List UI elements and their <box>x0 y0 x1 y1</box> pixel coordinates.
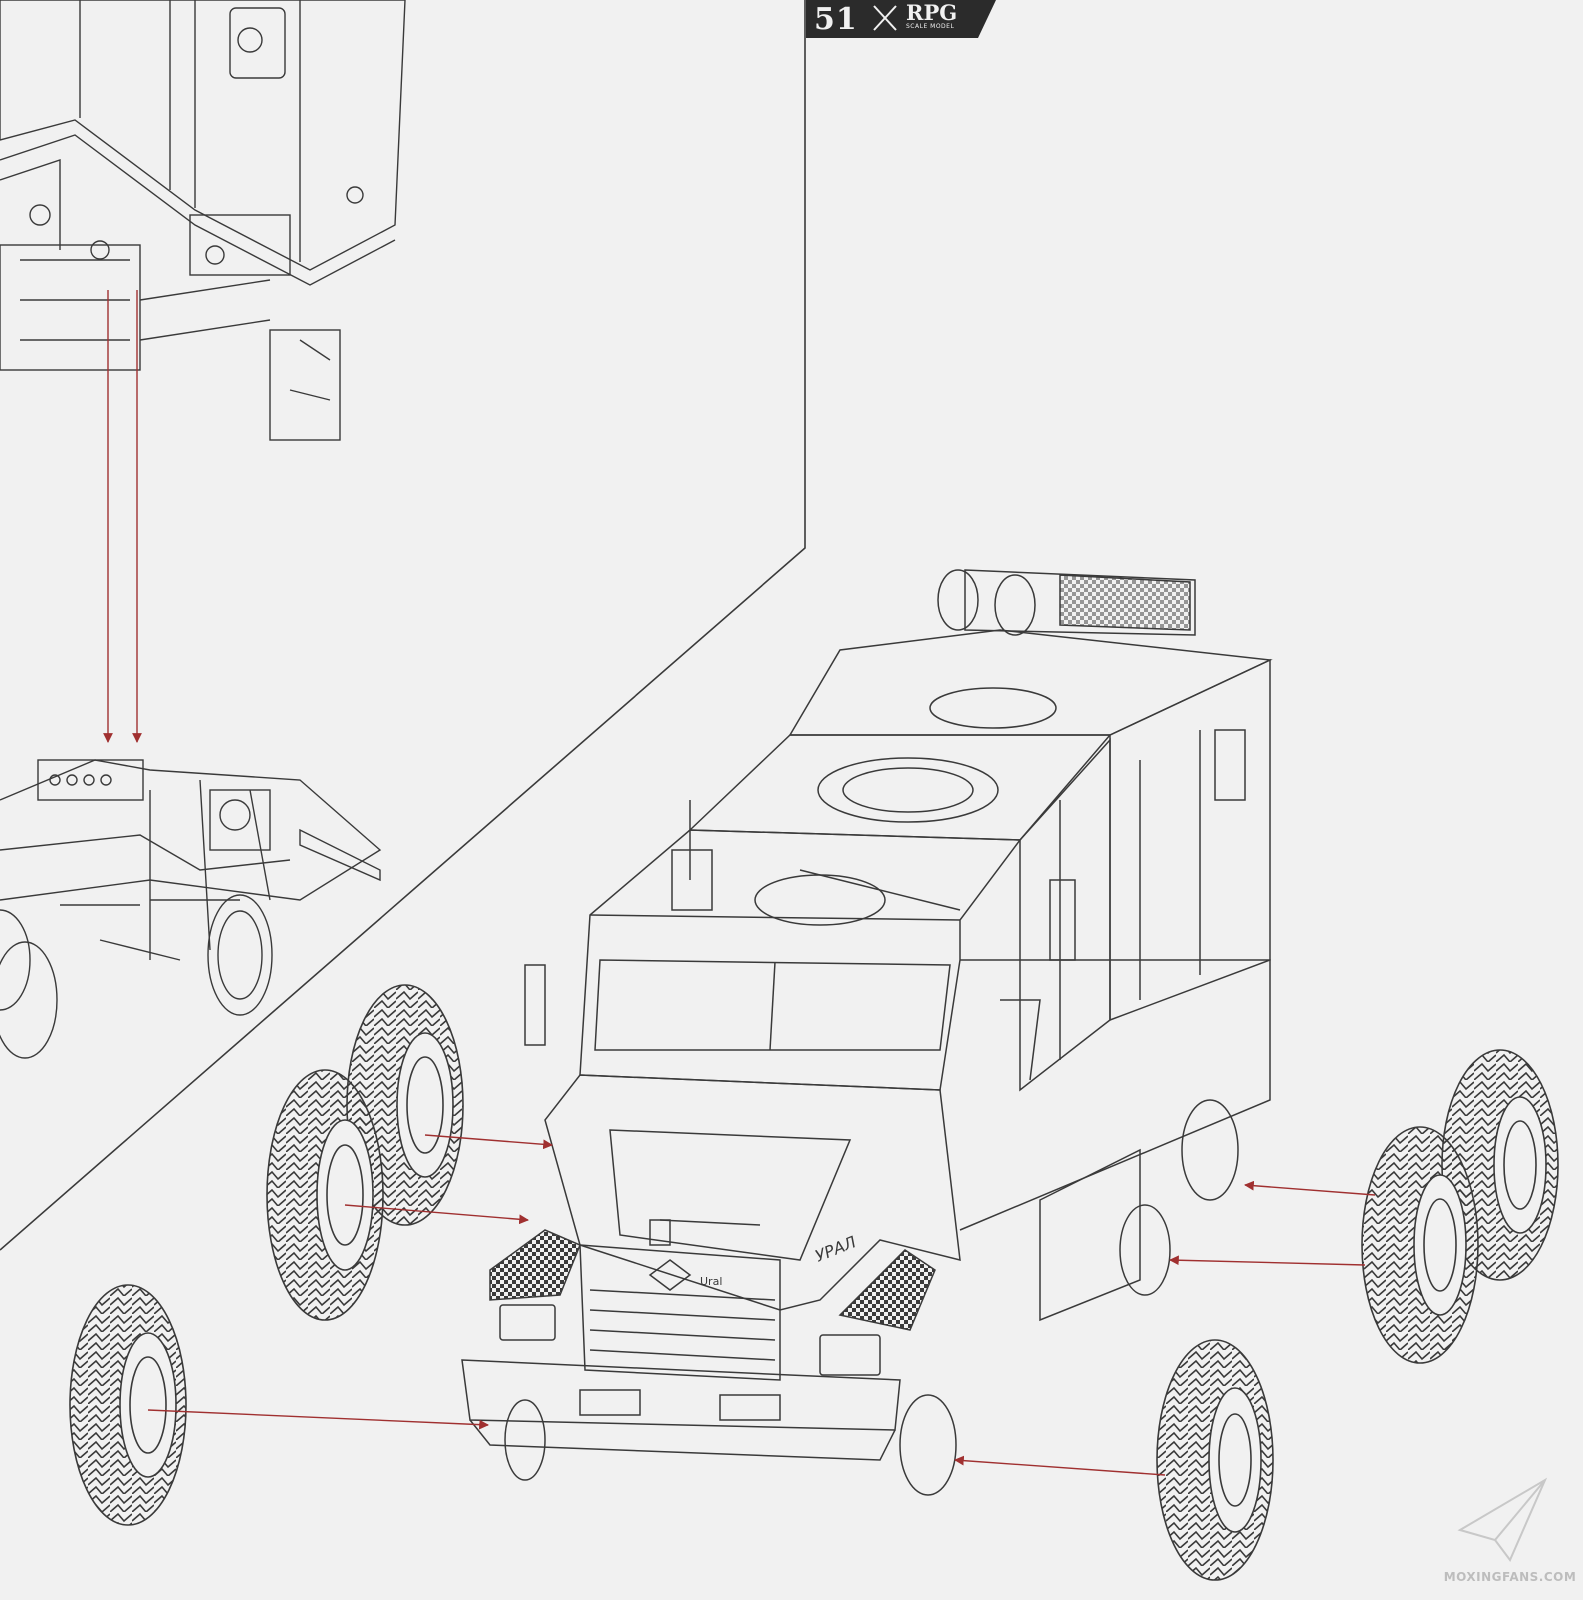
wheel-front-left-front <box>69 1284 187 1526</box>
watermark-text: MOXINGFANS.COM <box>1443 1570 1577 1584</box>
grille-marking: Ural <box>700 1275 722 1288</box>
brand-name: RPG <box>906 0 958 25</box>
brand-subtitle: SCALE MODEL <box>906 23 955 30</box>
ural-truck-main-assembly <box>461 569 1273 1496</box>
watermark: MOXINGFANS.COM <box>1440 1470 1580 1590</box>
paper-plane-icon <box>1457 1477 1548 1562</box>
wheel-right-rear-lower <box>1361 1126 1479 1364</box>
page-number: 51 <box>814 2 858 37</box>
wheel-placement-arrows <box>147 1134 1376 1476</box>
wheel-front-left-lower <box>266 1069 384 1321</box>
crossed-swords-icon <box>873 5 897 31</box>
page-badge-shape <box>806 0 996 38</box>
body-to-chassis-arrows <box>103 290 142 743</box>
armored-body-subassembly <box>0 0 406 441</box>
subassembly-panel-border <box>0 0 806 1251</box>
page-badge: 51 RPG SCALE MODEL <box>806 0 996 40</box>
wheel-right-front <box>1156 1339 1274 1581</box>
hood-marking: УРАЛ <box>812 1232 858 1265</box>
chassis-subassembly <box>0 759 382 1059</box>
